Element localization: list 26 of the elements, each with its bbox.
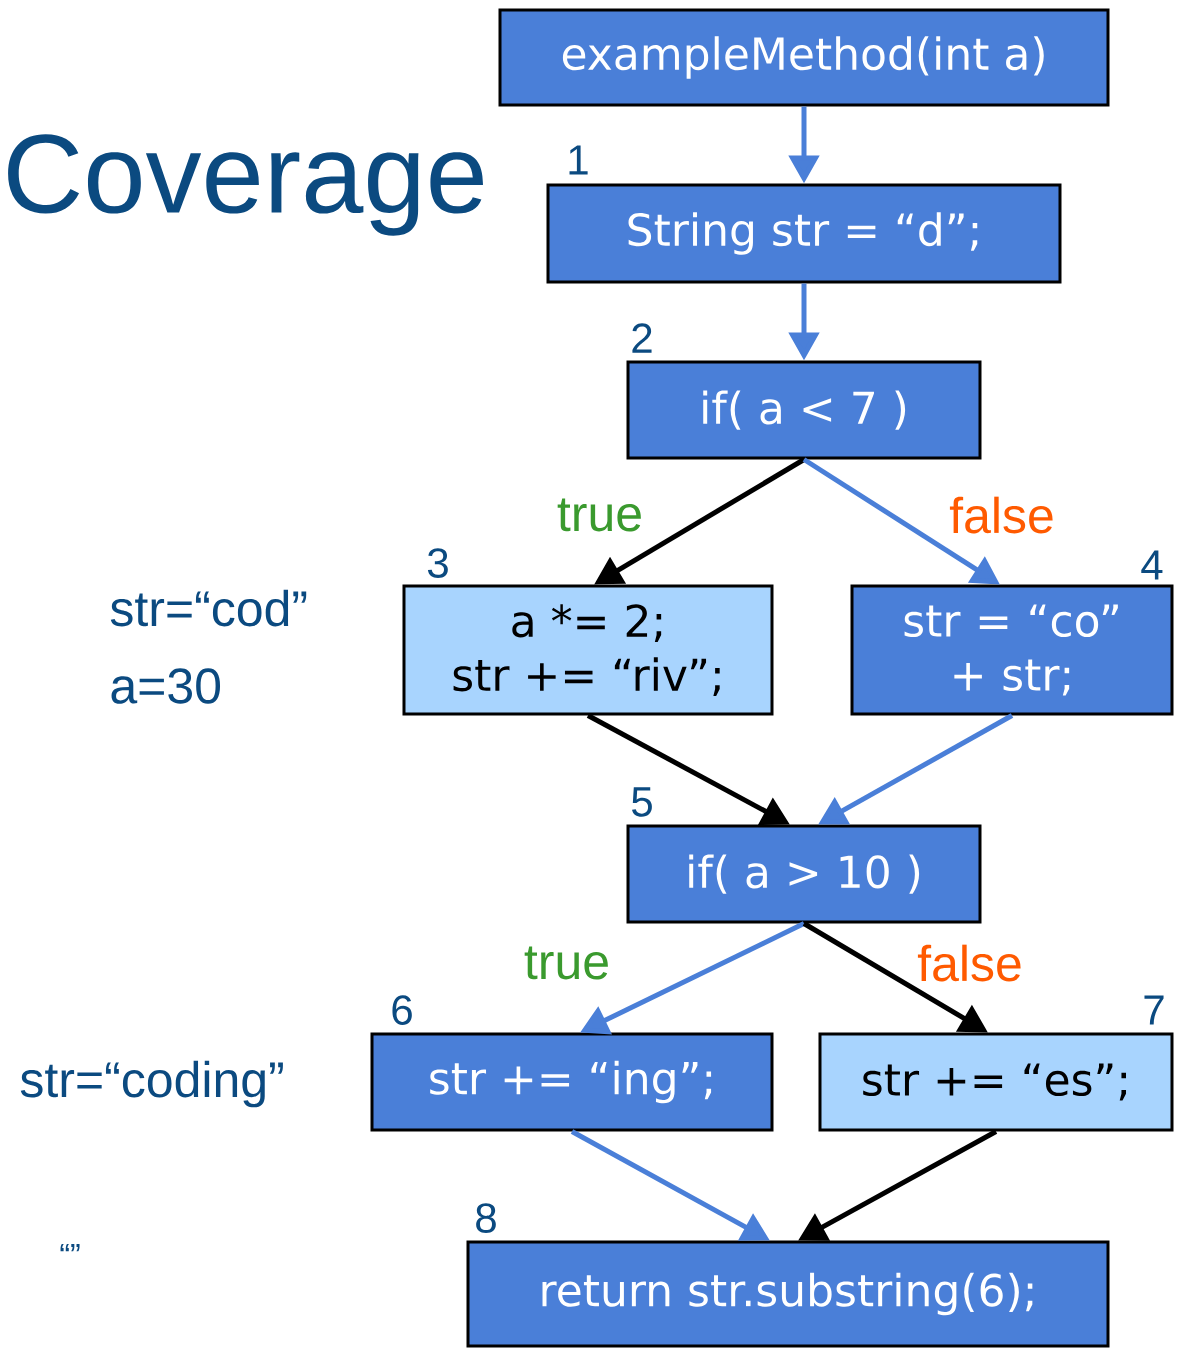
process-box: str += “es”; xyxy=(818,1032,1174,1132)
annotation: “” xyxy=(60,1244,80,1252)
annotation: a=30 xyxy=(111,668,221,704)
process-box: String str = “d”; xyxy=(546,183,1062,284)
process-box: if( a > 10 ) xyxy=(626,824,982,924)
step-number: 6 xyxy=(392,995,412,1025)
edge-label: false xyxy=(915,942,1025,984)
edge-label: true xyxy=(554,496,646,534)
step-number: 2 xyxy=(632,323,652,353)
step-number: 8 xyxy=(476,1203,496,1233)
process-box: exampleMethod(int a) xyxy=(498,8,1110,107)
process-box: return str.substring(6); xyxy=(466,1240,1110,1348)
process-box: if( a < 7 ) xyxy=(626,360,982,460)
step-number: 1 xyxy=(569,145,588,175)
annotation: str=“cod” xyxy=(110,589,307,627)
edge-label: true xyxy=(521,944,613,982)
step-number: 3 xyxy=(427,548,448,578)
step-number: 5 xyxy=(632,787,652,817)
step-number: 4 xyxy=(1141,550,1163,580)
edge-label: false xyxy=(947,494,1057,536)
process-box: str += “ing”; xyxy=(370,1032,774,1132)
process-box: a *= 2; str += “riv”; xyxy=(402,584,774,716)
slide-title: Coverage xyxy=(8,134,483,236)
annotation: str=“coding” xyxy=(20,1060,283,1108)
process-box: str = “co” + str; xyxy=(850,584,1174,716)
step-number: 7 xyxy=(1144,995,1164,1025)
